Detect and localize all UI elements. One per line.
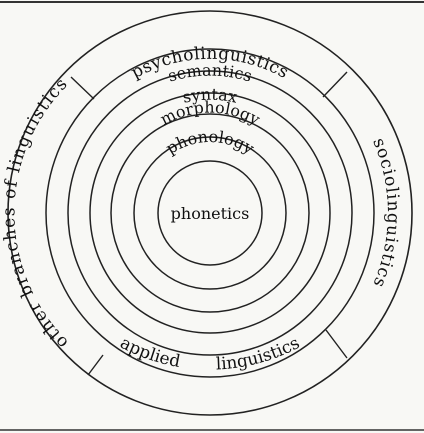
ring-boundary-phonetics bbox=[157, 160, 263, 266]
divider-bottom-left bbox=[87, 354, 104, 376]
label-phonetics: phonetics bbox=[171, 204, 250, 223]
divider-bottom-right bbox=[325, 329, 348, 359]
ring-boundary-semantics bbox=[67, 70, 353, 356]
label-syntax: syntax bbox=[181, 85, 239, 107]
ring-boundary-morphology bbox=[110, 113, 310, 313]
svg-text:phonology: phonology bbox=[163, 127, 258, 158]
divider-top-left bbox=[70, 76, 95, 100]
svg-text:syntax: syntax bbox=[181, 85, 239, 107]
label-phonology: phonology bbox=[163, 127, 258, 158]
ring-boundary-phonology bbox=[133, 136, 287, 290]
svg-text:other branches of linguistics: other branches of linguistics bbox=[0, 73, 72, 352]
label-other-branches-of-linguistics: other branches of linguistics bbox=[0, 73, 71, 352]
label-linguistics: linguistics bbox=[215, 333, 303, 374]
outer-circle bbox=[7, 10, 413, 416]
ring-boundary-syntax bbox=[89, 92, 331, 334]
divider-top-right bbox=[322, 71, 348, 98]
svg-text:linguistics: linguistics bbox=[215, 333, 303, 374]
ring-boundary-psycholinguistics bbox=[45, 48, 375, 378]
